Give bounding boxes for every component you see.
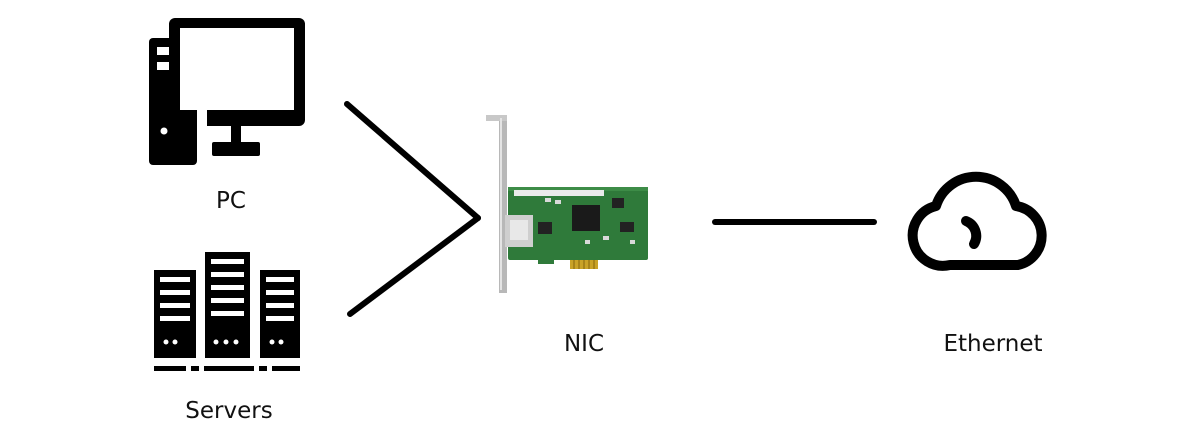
desktop-computer-icon	[149, 18, 305, 165]
nic-label: NIC	[563, 331, 605, 357]
pc-label: PC	[216, 188, 246, 214]
network-interface-card-icon	[486, 115, 648, 293]
cloud-icon	[907, 171, 1047, 271]
connector-pc-nic	[344, 101, 481, 221]
ethernet-label: Ethernet	[943, 331, 1043, 357]
server-rack-icon	[154, 252, 300, 371]
connector-servers-nic	[347, 215, 481, 317]
servers-label: Servers	[185, 398, 273, 424]
